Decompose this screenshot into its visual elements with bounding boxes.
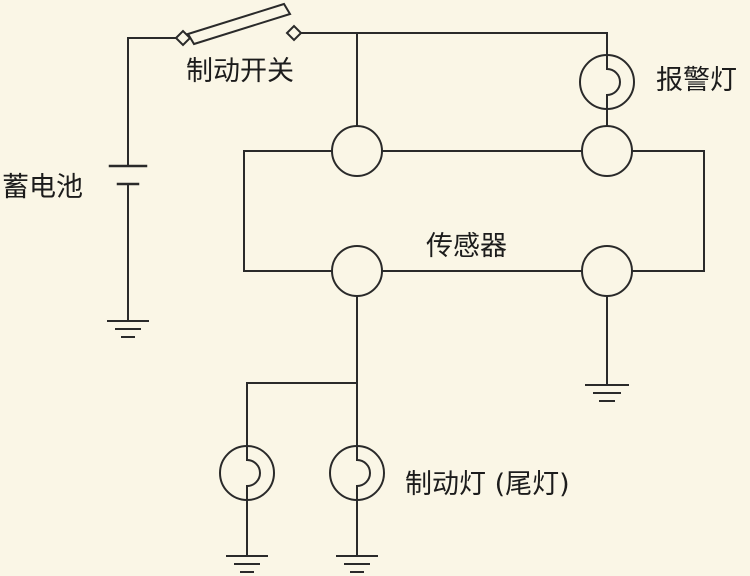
warning-lamp-label: 报警灯 bbox=[656, 65, 737, 96]
sensor-label: 传感器 bbox=[426, 231, 507, 262]
brake-lamp-label: 制动灯 (尾灯) bbox=[405, 469, 570, 500]
sensor-terminal-bottom-left bbox=[331, 245, 383, 297]
sensor-ground-icon bbox=[585, 384, 629, 402]
top-bus-wiring bbox=[300, 32, 608, 127]
sensor-terminal-top-right bbox=[581, 125, 633, 177]
battery-icon bbox=[108, 164, 148, 186]
battery-wiring bbox=[127, 37, 177, 321]
brake-lamp-left-ground-icon bbox=[226, 555, 268, 573]
warning-lamp-icon bbox=[579, 54, 635, 110]
sensor-terminals bbox=[331, 125, 633, 297]
battery-label: 蓄电池 bbox=[2, 172, 83, 203]
brake-lamp-right-ground-icon bbox=[336, 555, 378, 573]
switch-label: 制动开关 bbox=[186, 56, 294, 87]
battery-ground-icon bbox=[107, 320, 149, 338]
sensor-wiring bbox=[243, 150, 705, 272]
sensor-terminal-bottom-right bbox=[581, 245, 633, 297]
sensor-terminal-top-left bbox=[331, 125, 383, 177]
brake-lamp-right-icon bbox=[329, 445, 385, 501]
brake-lamp-left-icon bbox=[219, 445, 275, 501]
brake-lamp-wiring bbox=[246, 295, 358, 557]
switch-icon bbox=[174, 2, 303, 47]
